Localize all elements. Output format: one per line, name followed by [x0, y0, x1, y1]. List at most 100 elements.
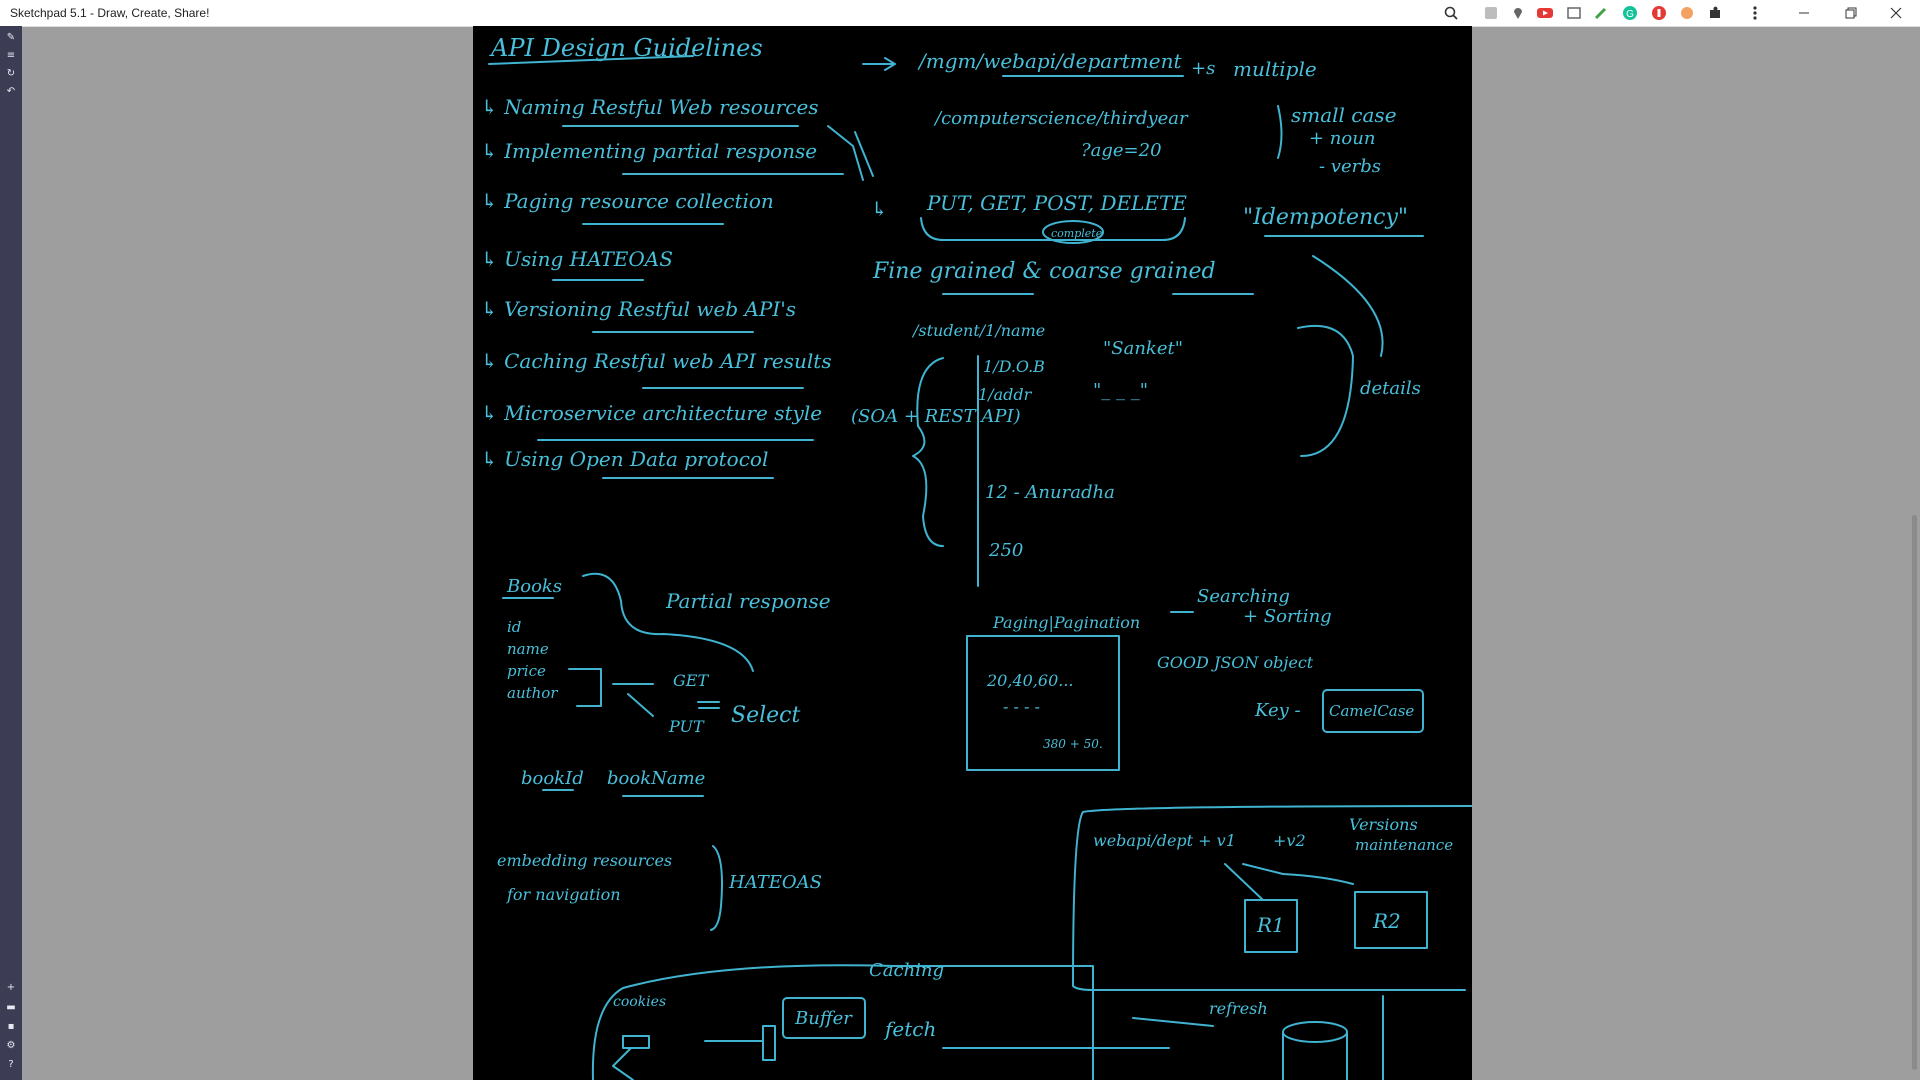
- get-verb: GET: [673, 671, 709, 690]
- layers-icon[interactable]: ≡: [6, 49, 16, 61]
- refresh-label: refresh: [1209, 999, 1268, 1018]
- pen-icon[interactable]: [1592, 4, 1610, 22]
- details-bracket: [1297, 255, 1384, 457]
- connector: [582, 572, 754, 672]
- r1-label: R1: [1256, 913, 1285, 937]
- complete-oval: [1042, 220, 1104, 244]
- help-icon[interactable]: ?: [8, 1058, 14, 1070]
- vertical-scrollbar[interactable]: [1912, 515, 1917, 1070]
- nested-url: /computerscience/thirdyear: [933, 108, 1189, 129]
- location-icon[interactable]: [1509, 4, 1527, 22]
- screenshot-icon[interactable]: [1565, 4, 1583, 22]
- database-top: [1282, 1021, 1348, 1043]
- restore-button[interactable]: [1831, 2, 1871, 24]
- field-addr: 1/addr: [978, 385, 1033, 404]
- caching-box: [591, 964, 1094, 1080]
- puzzle-icon[interactable]: [1706, 4, 1724, 22]
- connector: [612, 683, 654, 717]
- list-item-paging: ↳ Paging resource collection: [481, 189, 774, 213]
- whiteboard-notes: API Design Guidelines ↳ Naming Restful W…: [481, 34, 1472, 1080]
- versions-box: [1072, 805, 1472, 991]
- notes-heading: API Design Guidelines: [489, 34, 763, 62]
- history-icon[interactable]: ↻: [6, 67, 16, 79]
- tool-sidebar: ✎ ≡ ↻ ↶ + ▬ ▪ ⚙ ?: [0, 26, 22, 1080]
- tools-icon[interactable]: ✎: [6, 31, 16, 43]
- buffer-label: Buffer: [794, 1008, 853, 1029]
- searching-label: Searching: [1197, 586, 1290, 607]
- rule-noun: + noun: [1309, 128, 1375, 149]
- drawing-canvas[interactable]: API Design Guidelines ↳ Naming Restful W…: [473, 26, 1472, 1080]
- r1-box: [1244, 899, 1298, 953]
- list-item-microservice: ↳ Microservice architecture style: [481, 401, 822, 425]
- granularity-note: Fine grained & coarse grained: [872, 259, 1216, 284]
- book-id: bookId: [521, 768, 584, 789]
- value-blank: "_ _ _": [1093, 380, 1148, 401]
- list-item-hateoas: ↳ Using HATEOAS: [481, 247, 673, 271]
- versions-label: Versions: [1349, 815, 1418, 834]
- minimize-button[interactable]: [1784, 2, 1824, 24]
- youtube-icon[interactable]: [1536, 4, 1554, 22]
- caching-label: Caching: [869, 960, 944, 981]
- adblock-icon[interactable]: [1650, 4, 1668, 22]
- sorting-label: + Sorting: [1243, 606, 1332, 627]
- extension-icon[interactable]: [1482, 4, 1500, 22]
- field-dob: 1/D.O.B: [983, 357, 1045, 376]
- idempotency-note: "Idempotency": [1243, 205, 1408, 230]
- add-icon[interactable]: +: [6, 981, 16, 993]
- student-brace: [912, 357, 944, 547]
- folder-icon[interactable]: ▬: [6, 1001, 16, 1013]
- complete-note: complete: [1051, 227, 1103, 240]
- embedding-line1: embedding resources: [497, 851, 672, 870]
- good-json-label: GOOD JSON object: [1157, 653, 1314, 672]
- resource-url: /mgm/webapi/department: [917, 49, 1182, 73]
- underline: [542, 789, 704, 797]
- menu-icon[interactable]: [1746, 4, 1764, 22]
- page-values-row3: 380 + 50.: [1043, 737, 1103, 751]
- book-name: bookName: [607, 768, 705, 789]
- details-note: details: [1360, 378, 1421, 399]
- multiple-note: multiple: [1233, 57, 1317, 81]
- arrow: [862, 57, 896, 71]
- zoom-icon[interactable]: [1442, 4, 1460, 22]
- maintenance-label: maintenance: [1355, 836, 1453, 854]
- version-arrows: [1224, 863, 1354, 901]
- key-label: Key -: [1254, 700, 1301, 721]
- list-item-naming: ↳ Naming Restful Web resources: [481, 95, 819, 119]
- http-verbs-arrow: ↳: [871, 197, 888, 221]
- scribble: [827, 125, 874, 181]
- page-values-row2: - - - -: [1003, 697, 1040, 716]
- connector: [704, 1025, 776, 1061]
- database-sides: [1282, 1031, 1348, 1080]
- value-sanket: "Sanket": [1103, 338, 1183, 359]
- http-verbs: PUT, GET, POST, DELETE: [926, 191, 1187, 215]
- hateoas-brace: [710, 845, 723, 931]
- cookies-label: cookies: [613, 994, 666, 1010]
- book-field-id: id: [507, 618, 521, 636]
- hateoas-label: HATEOAS: [728, 872, 822, 893]
- paging-label: Paging|Pagination: [992, 613, 1140, 632]
- undo-icon[interactable]: ↶: [6, 85, 16, 97]
- list-item-versioning: ↳ Versioning Restful web API's: [481, 297, 796, 321]
- list-underlines: [537, 125, 844, 479]
- student-anuradha: 12 - Anuradha: [985, 482, 1115, 503]
- save-icon[interactable]: ▪: [7, 1020, 15, 1032]
- share-icon[interactable]: ⚙: [6, 1039, 16, 1051]
- fetch-label: fetch: [883, 1017, 936, 1041]
- timer-icon[interactable]: [1678, 4, 1696, 22]
- rule-small-case: small case: [1291, 103, 1397, 127]
- buffer-box: [782, 997, 866, 1039]
- window-title: Sketchpad 5.1 - Draw, Create, Share!: [10, 6, 210, 20]
- select-label: Select: [731, 703, 800, 728]
- query-param: ?age=20: [1081, 140, 1162, 161]
- cookies-sketch: [612, 1035, 650, 1080]
- list-item-odata: ↳ Using Open Data protocol: [481, 447, 768, 471]
- grammarly-icon[interactable]: G: [1621, 4, 1639, 22]
- paging-box: [966, 635, 1120, 771]
- camelcase-label: CamelCase: [1329, 702, 1414, 720]
- book-field-author: author: [507, 684, 558, 702]
- equals-sign: [697, 701, 720, 709]
- close-button[interactable]: [1876, 2, 1916, 24]
- partial-response-label: Partial response: [665, 589, 831, 613]
- list-item-caching: ↳ Caching Restful web API results: [481, 349, 832, 373]
- page-values-row1: 20,40,60...: [986, 671, 1074, 690]
